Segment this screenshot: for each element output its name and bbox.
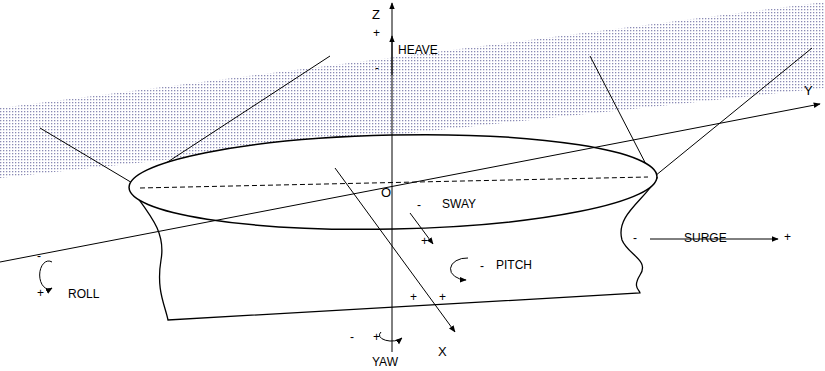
y-axis [0, 104, 820, 262]
x-axis [335, 168, 455, 332]
sign-label: + [439, 291, 446, 304]
motion-label: ROLL [68, 288, 99, 301]
sign-label: + [421, 235, 428, 248]
sign-label: + [373, 27, 380, 40]
sign-label: - [480, 260, 484, 273]
waterline-ellipse [128, 129, 658, 234]
sign-label: Y [804, 84, 813, 97]
sign-label: - [633, 232, 637, 245]
z-axis [392, 3, 393, 352]
sign-label: + [410, 291, 417, 304]
sign-label: + [373, 331, 380, 344]
sign-label: X [438, 345, 447, 358]
sign-label: O [381, 186, 391, 199]
sign-label: - [417, 199, 421, 212]
sign-label: + [37, 287, 44, 300]
motion-label: YAW [372, 356, 398, 369]
motion-label: SWAY [442, 198, 476, 211]
sign-label: - [37, 250, 41, 263]
motion-label: HEAVE [398, 44, 438, 57]
sign-label: - [375, 62, 379, 75]
motion-label: SURGE [684, 232, 727, 245]
roll-curl [40, 261, 52, 289]
sign-label: Z [372, 8, 380, 21]
sign-label: - [350, 331, 354, 344]
motion-label: PITCH [496, 259, 532, 272]
heave-arrow [392, 36, 393, 75]
pitch-curl [450, 258, 468, 280]
sign-label: + [784, 231, 791, 244]
yaw-curl [379, 332, 402, 341]
